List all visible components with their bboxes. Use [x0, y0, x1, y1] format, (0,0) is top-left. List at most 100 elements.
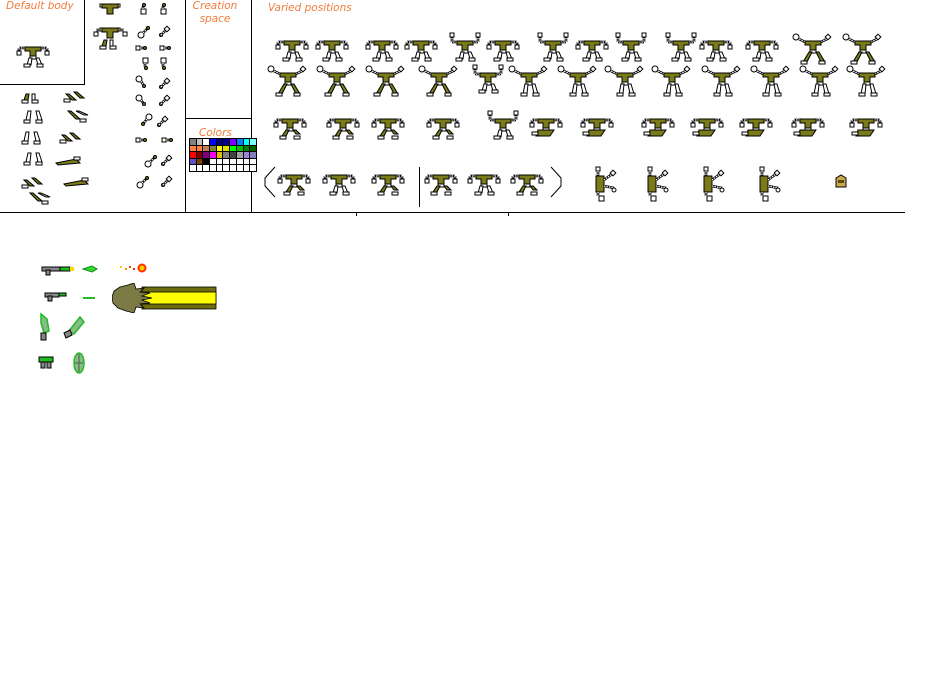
palette-swatch[interactable] [190, 152, 196, 158]
palette-swatch[interactable] [230, 165, 236, 171]
palette-swatch[interactable] [243, 152, 250, 158]
robot-sprite-wide [267, 65, 307, 100]
robot-sprite-crouch [371, 114, 406, 146]
palette-swatch[interactable] [203, 152, 210, 158]
palette-swatch[interactable] [250, 139, 256, 145]
palette-swatch[interactable] [223, 158, 230, 165]
leg-part-legs-bent [21, 176, 48, 190]
creation-label-line2: space [199, 13, 231, 25]
palette-swatch[interactable] [196, 152, 203, 158]
robot-sprite-swing [508, 65, 548, 100]
color-palette[interactable] [189, 138, 257, 172]
palette-swatch[interactable] [236, 158, 243, 165]
palette-swatch[interactable] [243, 139, 250, 145]
palette-swatch[interactable] [190, 139, 196, 145]
palette-swatch[interactable] [203, 145, 210, 152]
palette-swatch[interactable] [250, 158, 256, 165]
arm-part-arm-box-side [135, 136, 150, 150]
palette-swatch[interactable] [210, 165, 216, 171]
palette-swatch[interactable] [243, 158, 250, 165]
palette-swatch[interactable] [196, 165, 203, 171]
robot-sprite-wide [418, 65, 458, 100]
creation-label-line1: Creation [192, 0, 238, 12]
robot-sprite-crouch [510, 170, 545, 202]
robot-sprite-side [644, 166, 678, 202]
palette-swatch[interactable] [236, 139, 243, 145]
robot-sprite-sit [641, 114, 676, 146]
leg-part-legs-lying [54, 155, 82, 169]
palette-swatch[interactable] [190, 165, 196, 171]
green-bolt-icon [81, 265, 98, 273]
robot-sprite-default [16, 42, 51, 72]
right-bracket-icon [550, 166, 562, 198]
arm-part-arm-ring-diag [135, 94, 150, 109]
palette-swatch[interactable] [190, 158, 196, 165]
robot-part-torso-arms [93, 24, 128, 40]
robot-sprite-crouch [273, 114, 308, 146]
arm-part-arm-box-up [160, 3, 174, 17]
robot-sprite-sit [580, 114, 615, 146]
tick-mark [508, 212, 509, 216]
palette-swatch[interactable] [243, 145, 250, 152]
machete-icon [38, 312, 52, 341]
palette-swatch[interactable] [210, 145, 216, 152]
robot-sprite-stand [467, 170, 502, 202]
robot-sprite-stand [745, 36, 780, 68]
robot-sprite-arms-up [665, 32, 699, 68]
arm-part-arm-box-side [161, 136, 176, 150]
leg-part-legs-bent [63, 90, 90, 104]
sheet-bottom-line [0, 212, 905, 213]
palette-swatch[interactable] [216, 152, 223, 158]
palette-swatch[interactable] [203, 158, 210, 165]
robot-sprite-crouch [426, 114, 461, 146]
palette-swatch[interactable] [223, 165, 230, 171]
robot-sprite-stand [275, 36, 310, 68]
palette-swatch[interactable] [223, 152, 230, 158]
palette-swatch[interactable] [190, 145, 196, 152]
palette-swatch[interactable] [210, 158, 216, 165]
palette-swatch[interactable] [210, 139, 216, 145]
palette-swatch[interactable] [243, 165, 250, 171]
robot-sprite-swing [846, 65, 886, 100]
robot-sprite-side [756, 166, 790, 202]
palette-swatch[interactable] [230, 152, 236, 158]
palette-swatch[interactable] [216, 158, 223, 165]
palette-swatch[interactable] [236, 152, 243, 158]
robot-sprite-swing [799, 65, 839, 100]
palette-swatch[interactable] [250, 145, 256, 152]
palette-swatch[interactable] [250, 152, 256, 158]
palette-swatch[interactable] [236, 145, 243, 152]
robot-sprite-lie [791, 114, 826, 146]
palette-swatch[interactable] [216, 165, 223, 171]
palette-swatch[interactable] [196, 139, 203, 145]
palette-swatch[interactable] [250, 165, 256, 171]
arm-part-arm-diamond [159, 77, 174, 92]
robot-sprite-swing [651, 65, 691, 100]
tick-mark [356, 212, 357, 216]
palette-swatch[interactable] [223, 145, 230, 152]
palette-swatch[interactable] [203, 165, 210, 171]
palette-swatch[interactable] [196, 158, 203, 165]
robot-part-legs [99, 38, 134, 54]
palette-swatch[interactable] [210, 152, 216, 158]
robot-sprite-run [277, 170, 312, 202]
laser-dash-icon [82, 296, 96, 300]
pistol-icon [44, 291, 68, 303]
arm-part-arm-diamond [159, 25, 174, 40]
robot-sprite-stand [322, 170, 357, 202]
arm-part-arm-diamond [159, 94, 174, 109]
left-bracket-icon [264, 166, 276, 198]
robot-sprite-arms-up [537, 32, 571, 68]
palette-swatch[interactable] [230, 139, 236, 145]
palette-swatch[interactable] [216, 145, 223, 152]
palette-swatch[interactable] [230, 145, 236, 152]
palette-swatch[interactable] [203, 139, 210, 145]
palette-swatch[interactable] [216, 139, 223, 145]
robot-sprite-lie [849, 114, 884, 146]
palette-swatch[interactable] [223, 139, 230, 145]
palette-swatch[interactable] [236, 165, 243, 171]
arm-part-arm-diamond [157, 115, 172, 130]
palette-swatch[interactable] [230, 158, 236, 165]
arm-part-arm-ring [137, 26, 152, 40]
palette-swatch[interactable] [196, 145, 203, 152]
